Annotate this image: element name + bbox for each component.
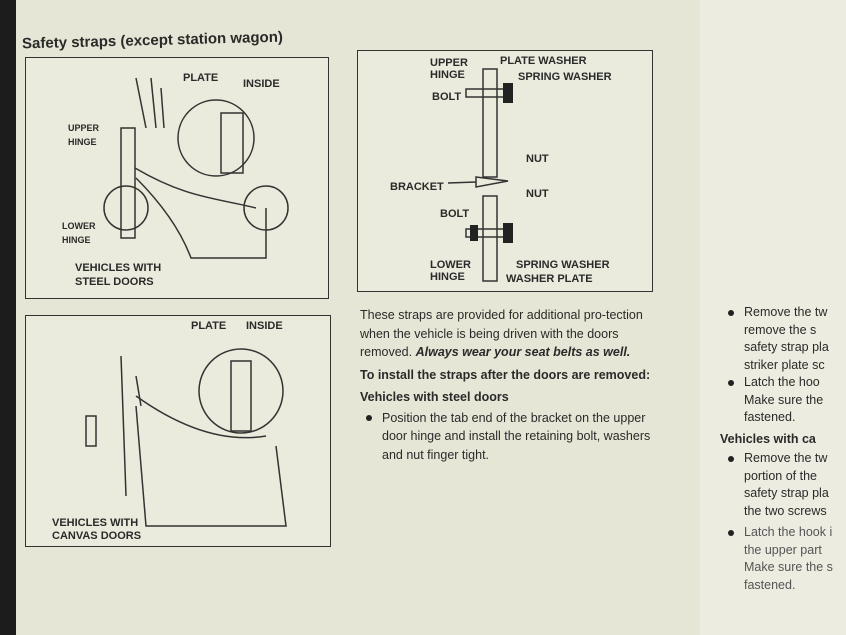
label-bolt-bottom: BOLT	[440, 208, 470, 220]
label-upper-hinge-1: UPPER	[430, 57, 468, 69]
label-bracket: BRACKET	[390, 181, 444, 193]
label-lower-hinge-1: LOWER	[430, 259, 471, 271]
right-bullet-1: Remove the tw remove the s safety strap pl…	[722, 304, 846, 374]
line: Latch the hoo	[744, 375, 820, 389]
figure-steel-doors: PLATE INSIDE UPPER HINGE LOWER HINGE VEH…	[25, 57, 329, 299]
label-nut-bottom: NUT	[526, 188, 549, 200]
label-spring-washer-bottom: SPRING WASHER	[516, 259, 610, 271]
caption-2: STEEL DOORS	[75, 276, 154, 288]
line: fastened.	[744, 410, 796, 424]
install-heading: To install the straps after the doors ar…	[360, 367, 651, 382]
label-bolt-top: BOLT	[432, 91, 462, 103]
caption-2: CANVAS DOORS	[52, 530, 142, 542]
label-lower-hinge-1: LOWER	[62, 221, 96, 231]
line: Latch the hook i	[744, 525, 833, 539]
canvas-door-illustration	[85, 348, 287, 527]
caption-1: VEHICLES WITH	[75, 262, 162, 274]
line: the upper part	[744, 542, 822, 557]
instructions-column: These straps are provided for additional…	[360, 306, 670, 464]
line: Remove the tw	[744, 305, 828, 319]
steel-door-illustration	[103, 77, 289, 259]
line: Make sure the	[744, 392, 824, 407]
intro-text: These straps are provided for additional…	[360, 308, 643, 359]
steel-doors-bullet: Position the tab end of the bracket on t…	[360, 409, 670, 465]
line: Remove the tw	[744, 451, 828, 465]
right-page	[700, 0, 846, 635]
right-bullet-3: Remove the tw portion of the safety strap …	[722, 450, 846, 520]
canvas-doors-heading: Vehicles with ca	[720, 431, 816, 446]
line: striker plate sc	[744, 357, 825, 372]
steel-doors-heading: Vehicles with steel doors	[360, 390, 509, 404]
line: fastened.	[744, 577, 796, 592]
label-plate-washer: PLATE WASHER	[500, 55, 587, 67]
figure-hinge-detail: UPPER HINGE PLATE WASHER SPRING WASHER B…	[357, 50, 653, 292]
label-inside: INSIDE	[243, 78, 280, 90]
label-nut-top: NUT	[526, 153, 549, 165]
line: safety strap pla	[744, 486, 829, 500]
line: safety strap pla	[744, 340, 829, 354]
section-title: Safety straps (except station wagon)	[21, 28, 284, 53]
label-lower-hinge-2: HINGE	[430, 271, 465, 283]
intro-emphasis: Always wear your seat belts as well.	[415, 345, 631, 359]
line: Make sure the s	[744, 560, 833, 574]
label-washer-plate: WASHER PLATE	[506, 273, 593, 285]
line: portion of the	[744, 468, 817, 483]
hinge-bolt-illustration	[447, 68, 513, 282]
line: remove the s	[744, 322, 817, 337]
label-spring-washer-top: SPRING WASHER	[518, 71, 612, 83]
label-upper-hinge-1: UPPER	[68, 123, 100, 133]
label-upper-hinge-2: HINGE	[68, 137, 97, 147]
label-plate: PLATE	[183, 72, 219, 84]
right-column: Remove the tw remove the s safety strap pl…	[720, 304, 846, 594]
intro-paragraph: These straps are provided for additional…	[360, 306, 670, 362]
caption-1: VEHICLES WITH	[52, 517, 139, 529]
figure-canvas-doors: PLATE INSIDE VEHICLES WITH CANVAS DOORS	[25, 315, 331, 547]
line: the two screws	[744, 503, 827, 518]
label-inside: INSIDE	[246, 320, 283, 332]
label-lower-hinge-2: HINGE	[62, 235, 91, 245]
label-plate: PLATE	[191, 320, 227, 332]
label-upper-hinge-2: HINGE	[430, 69, 465, 81]
dark-edge	[0, 0, 16, 635]
